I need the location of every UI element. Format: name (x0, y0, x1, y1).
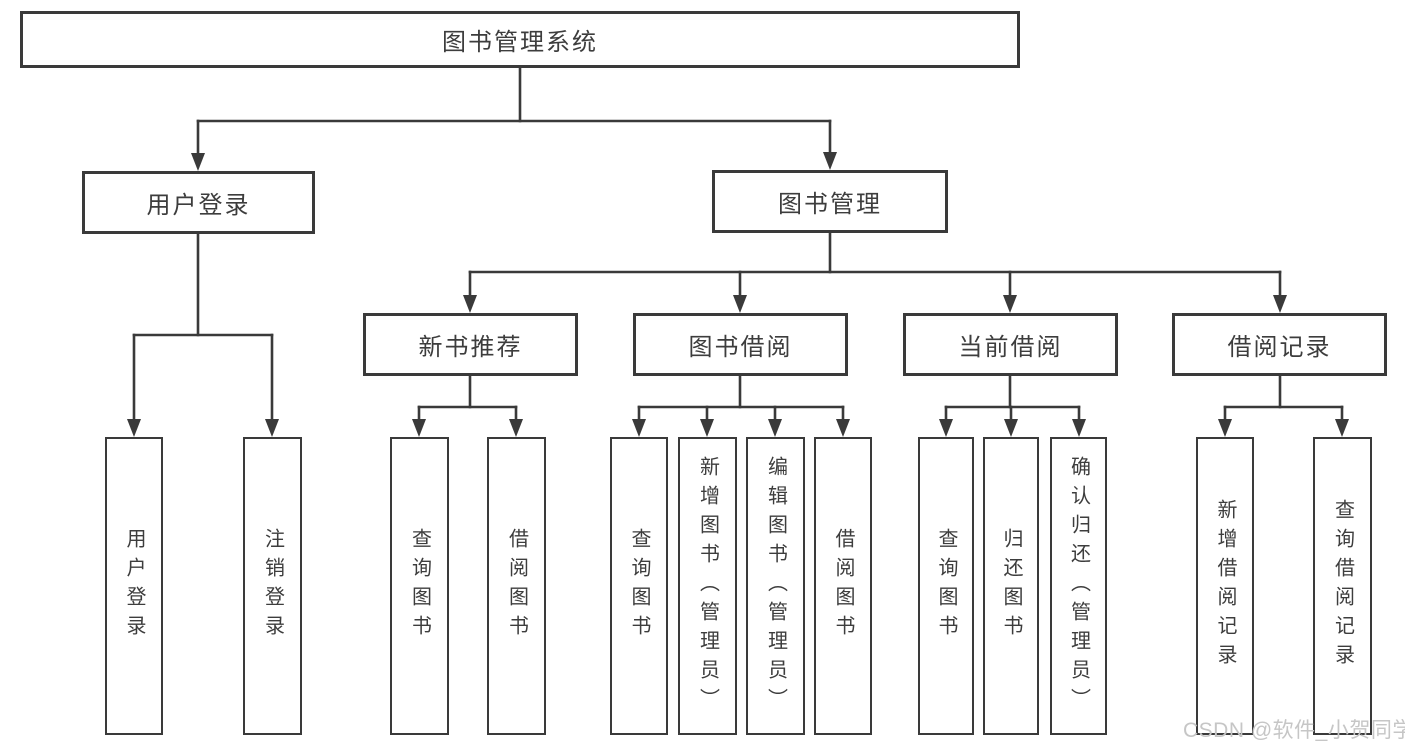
leaf-bb-borrow-books-label: 借阅图书 (832, 528, 854, 644)
node-user-login-label: 用户登录 (146, 192, 251, 219)
node-new-book-recommend: 新书推荐 (363, 313, 578, 376)
node-book-borrow: 图书借阅 (633, 313, 848, 376)
leaf-cb-return-books: 归还图书 (983, 437, 1039, 735)
node-current-borrow: 当前借阅 (903, 313, 1118, 376)
leaf-cb-query-books-label: 查询图书 (935, 528, 957, 644)
leaf-bb-query-books-label: 查询图书 (628, 528, 650, 644)
leaf-cb-confirm-return-admin: 确认归还（管理员） (1050, 437, 1107, 735)
node-book-management: 图书管理 (712, 170, 948, 233)
leaf-bb-borrow-books: 借阅图书 (814, 437, 872, 735)
node-root: 图书管理系统 (20, 11, 1020, 68)
leaf-user-login-label: 用户登录 (123, 528, 145, 644)
leaf-logout-label: 注销登录 (261, 528, 284, 644)
leaf-br-add-record: 新增借阅记录 (1196, 437, 1254, 735)
node-book-borrow-label: 图书借阅 (688, 334, 793, 361)
leaf-bb-edit-books-admin-label: 编辑图书（管理员） (764, 455, 787, 717)
node-root-label: 图书管理系统 (442, 29, 598, 56)
node-borrow-records: 借阅记录 (1172, 313, 1387, 376)
csdn-watermark: CSDN @软件_小贺同学 (1183, 719, 1405, 742)
leaf-rec-query-books-label: 查询图书 (408, 528, 431, 644)
leaf-br-add-record-label: 新增借阅记录 (1214, 499, 1236, 673)
node-user-login: 用户登录 (82, 171, 315, 234)
leaf-bb-add-books-admin-label: 新增图书（管理员） (696, 455, 719, 717)
leaf-cb-query-books: 查询图书 (918, 437, 974, 735)
leaf-cb-confirm-return-admin-label: 确认归还（管理员） (1067, 455, 1090, 717)
leaf-rec-query-books: 查询图书 (390, 437, 449, 735)
node-borrow-records-label: 借阅记录 (1227, 334, 1332, 361)
node-book-management-label: 图书管理 (778, 191, 882, 218)
node-current-borrow-label: 当前借阅 (958, 334, 1063, 361)
leaf-cb-return-books-label: 归还图书 (1000, 528, 1022, 644)
leaf-bb-add-books-admin: 新增图书（管理员） (678, 437, 737, 735)
leaf-rec-borrow-books: 借阅图书 (487, 437, 546, 735)
node-new-book-recommend-label: 新书推荐 (418, 334, 523, 361)
leaf-br-query-record: 查询借阅记录 (1313, 437, 1372, 735)
leaf-br-query-record-label: 查询借阅记录 (1331, 499, 1354, 673)
leaf-bb-query-books: 查询图书 (610, 437, 668, 735)
leaf-user-login: 用户登录 (105, 437, 163, 735)
leaf-bb-edit-books-admin: 编辑图书（管理员） (746, 437, 805, 735)
leaf-rec-borrow-books-label: 借阅图书 (505, 528, 528, 644)
leaf-logout: 注销登录 (243, 437, 302, 735)
